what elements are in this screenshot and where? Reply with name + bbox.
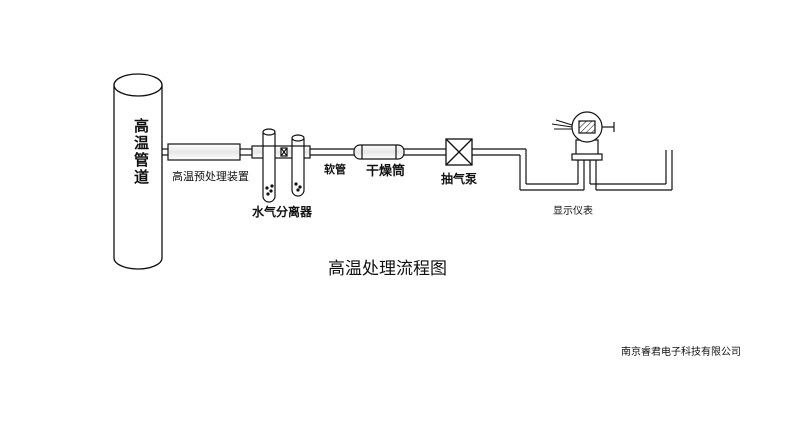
high-temp-pipe-label: 高温管道	[132, 118, 150, 186]
water-separator	[251, 128, 311, 203]
display-instrument-label: 显示仪表	[553, 206, 593, 217]
hose-label: 软管	[324, 163, 346, 176]
display-instrument	[551, 111, 615, 161]
pump-box	[445, 138, 473, 166]
high-temp-pipe	[113, 73, 163, 270]
pretreatment-label: 高温预处理装置	[172, 170, 249, 183]
water-separator-label: 水气分离器	[252, 205, 313, 219]
dryer-label: 干燥筒	[366, 164, 406, 179]
company-name: 南京睿君电子科技有限公司	[621, 347, 741, 358]
pump-label: 抽气泵	[441, 172, 478, 186]
connection-lines	[162, 148, 673, 191]
diagram-title: 高温处理流程图	[328, 259, 447, 279]
pretreatment-device	[167, 143, 241, 161]
dryer-tube	[353, 144, 405, 160]
